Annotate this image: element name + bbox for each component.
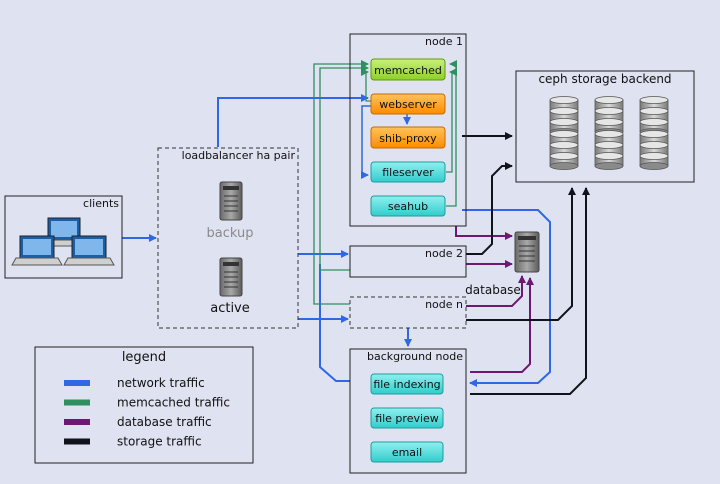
node2-box: node 2 (349, 245, 467, 278)
legend-entry: database traffic (64, 415, 212, 429)
legend-entry: storage traffic (64, 435, 202, 449)
email-task: email (370, 441, 444, 463)
mem-line-seahub (446, 60, 457, 207)
storage-disk-icon (594, 96, 624, 136)
laptop-icon (11, 235, 63, 266)
shib-proxy-service: shib-proxy (370, 126, 446, 149)
file-indexing-task: file indexing (370, 373, 444, 395)
legend-swatch (64, 419, 90, 425)
storage-line-noden (466, 187, 576, 321)
legend-title: legend (122, 350, 166, 365)
lb-to-node1-web-line (217, 94, 369, 147)
mem-line-fileserver (446, 68, 457, 173)
backup-label: backup (207, 226, 254, 241)
file-indexing-label: file indexing (373, 378, 440, 391)
background-node-title: background node (367, 350, 463, 363)
legend-swatch (64, 380, 90, 386)
clients-title: clients (83, 197, 119, 210)
email-label: email (392, 446, 422, 459)
connections (122, 60, 590, 395)
storage-disk-icon (639, 96, 669, 136)
seahub-label: seahub (388, 200, 428, 213)
web-to-fileserver-line (361, 105, 374, 179)
ceph-title: ceph storage backend (538, 72, 671, 86)
legend-items: network traffic memcached traffic database… (64, 376, 230, 449)
active-server-icon (219, 257, 243, 297)
storage-disk-icon (639, 130, 669, 170)
legend-label: database traffic (117, 415, 212, 429)
storage-disk-icon (549, 130, 579, 170)
seahub-service: seahub (370, 195, 446, 217)
fileserver-service: fileserver (370, 161, 446, 183)
memcached-service: memcached (370, 58, 446, 81)
legend-box: legend network traffic memcached traffic d… (34, 346, 254, 464)
memcached-label: memcached (374, 64, 442, 77)
node1-title: node 1 (425, 35, 463, 48)
webserver-label: webserver (379, 98, 437, 111)
storage-line-background (470, 187, 590, 395)
clients-box: clients (4, 195, 123, 279)
storage-disk-icon (594, 130, 624, 170)
database-server-icon (514, 231, 540, 273)
mem-line-web (361, 68, 374, 102)
legend-entry: memcached traffic (64, 396, 230, 410)
disk-grid (549, 96, 669, 170)
loadbalancer-title: loadbalancer ha pair (182, 149, 296, 162)
storage-line-node2 (462, 162, 513, 255)
legend-swatch (64, 399, 90, 406)
legend-label: memcached traffic (117, 396, 230, 410)
mem-line-node2 (319, 64, 369, 271)
file-preview-label: file preview (375, 412, 439, 425)
legend-entry: network traffic (64, 376, 205, 390)
legend-label: storage traffic (117, 435, 202, 449)
background-node-box: background node file indexing file previ… (349, 348, 467, 474)
noden-box: node n (349, 296, 467, 329)
webserver-service: webserver (370, 93, 446, 115)
storage-disk-icon (549, 96, 579, 136)
laptop-icon (63, 235, 115, 266)
seahub-to-indexing-line (462, 209, 551, 387)
file-preview-task: file preview (370, 407, 444, 429)
loadbalancer-box: loadbalancer ha pair backup active (157, 147, 299, 329)
node1-box: node 1 memcached webserver shib-proxy fi… (349, 33, 467, 227)
legend-swatch (64, 438, 90, 445)
node2-title: node 2 (425, 247, 463, 260)
db-line-noden (466, 275, 526, 307)
mem-line-noden (313, 60, 369, 305)
db-line-node1 (455, 226, 513, 240)
database-label: database (465, 283, 521, 297)
shib-proxy-label: shib-proxy (379, 132, 437, 145)
fileserver-label: fileserver (382, 166, 434, 179)
backup-server-icon (219, 181, 243, 221)
legend-label: network traffic (117, 376, 205, 390)
active-label: active (210, 301, 250, 316)
ceph-box: ceph storage backend (515, 70, 695, 183)
noden-title: node n (425, 298, 463, 311)
